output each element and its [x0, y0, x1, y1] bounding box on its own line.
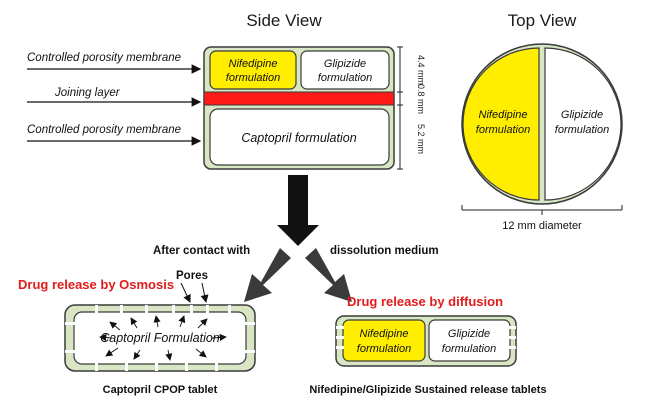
pore [508, 326, 516, 329]
captopril-box [209, 108, 390, 166]
osmosis-core-label: Captopril Formulation [100, 331, 220, 345]
pore [336, 346, 344, 349]
pore [155, 363, 158, 371]
nifedipine-label-1: Nifedipine [229, 58, 278, 70]
nifedipine-label-2: formulation [226, 72, 280, 84]
pore [215, 363, 218, 371]
osmosis-title: Drug release by Osmosis [18, 277, 174, 292]
top-view-glipizide-2: formulation [555, 124, 609, 136]
pores-label: Pores [176, 270, 208, 282]
pore [245, 350, 255, 353]
dim-mid: 0.8 mm [416, 84, 426, 114]
pore [120, 305, 123, 313]
left-branch-arrow [244, 248, 291, 302]
pore [206, 305, 209, 313]
dim-top: 4.4 mm [416, 55, 426, 85]
joining-layer-label: Joining layer [54, 87, 121, 99]
diffusion-glipizide-2: formulation [442, 343, 496, 355]
pore [508, 346, 516, 349]
diffusion-title: Drug release by diffusion [347, 294, 503, 309]
after-contact-label: After contact with [153, 245, 250, 257]
side-view-title: Side View [246, 11, 322, 30]
glipizide-label-2: formulation [318, 72, 372, 84]
top-view-title: Top View [508, 11, 577, 30]
pore [172, 305, 175, 313]
diameter-bracket [461, 205, 623, 215]
diffusion-tablet [335, 315, 517, 367]
top-view-nifedipine-half [462, 47, 540, 201]
membrane-top-label: Controlled porosity membrane [27, 52, 181, 64]
captopril-label: Captopril formulation [241, 131, 356, 145]
pores-arrow-1 [180, 282, 191, 303]
down-arrow [277, 175, 319, 246]
nifedipine-box [209, 50, 297, 90]
osmosis-caption: Captopril CPOP tablet [103, 384, 218, 396]
diffusion-caption: Nifedipine/Glipizide Sustained release t… [309, 384, 546, 396]
pore [125, 363, 128, 371]
dissolution-medium-label: dissolution medium [330, 245, 439, 257]
glipizide-box [300, 50, 390, 90]
release-arrows [99, 315, 227, 361]
pore [145, 305, 148, 313]
pore [190, 305, 193, 313]
pore [95, 363, 98, 371]
pore [65, 322, 75, 325]
diameter-label: 12 mm diameter [502, 220, 582, 232]
dimension-bracket [397, 46, 403, 170]
top-view-nifedipine-2: formulation [476, 124, 530, 136]
top-view-tablet [461, 43, 623, 205]
pore [65, 350, 75, 353]
side-view-tablet [203, 46, 395, 170]
top-view-nifedipine-1: Nifedipine [479, 109, 528, 121]
top-view-glipizide-half [544, 47, 622, 201]
pore [508, 336, 516, 339]
joining-layer [203, 91, 395, 106]
pore [245, 322, 255, 325]
diffusion-glipizide-box [428, 319, 511, 362]
diffusion-glipizide-1: Glipizide [448, 328, 490, 340]
pores-arrow-2 [200, 282, 209, 303]
pore [336, 326, 344, 329]
diffusion-nifedipine-2: formulation [357, 343, 411, 355]
dim-bottom: 5.2 mm [416, 124, 426, 154]
pore [95, 305, 98, 313]
pore [228, 305, 231, 313]
top-view-glipizide-1: Glipizide [561, 109, 603, 121]
membrane-bottom-label: Controlled porosity membrane [27, 124, 181, 136]
right-branch-arrow [305, 248, 352, 302]
diffusion-nifedipine-box [342, 319, 426, 362]
glipizide-label-1: Glipizide [324, 58, 366, 70]
pore [185, 363, 188, 371]
diffusion-nifedipine-1: Nifedipine [360, 328, 409, 340]
pore [336, 336, 344, 339]
